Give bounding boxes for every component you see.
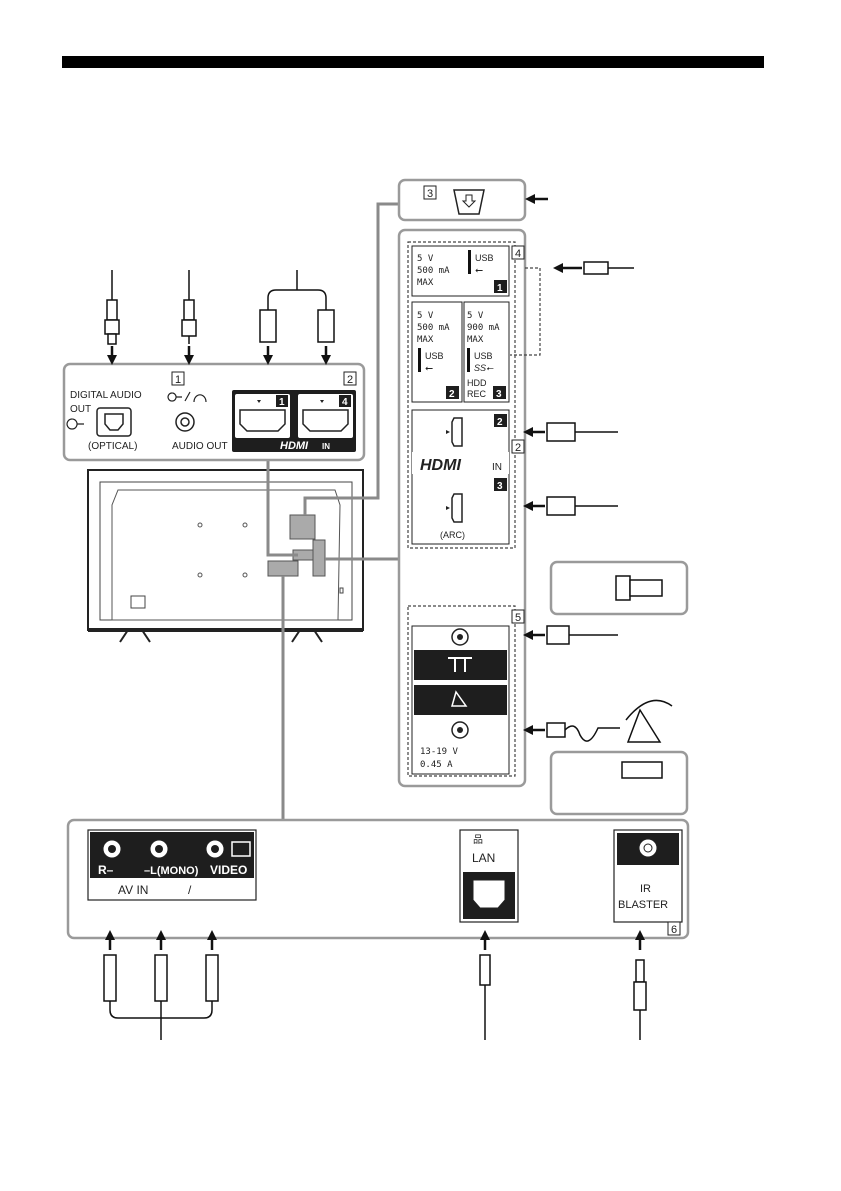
av-video-label: VIDEO bbox=[210, 863, 247, 877]
usb3-label: USB bbox=[474, 351, 493, 361]
right-connection-panel: 4 5 V 500 mA MAX USB ⭠ 1 5 V 500 mA MAX … bbox=[399, 230, 525, 786]
hdmi-4-port[interactable] bbox=[303, 410, 348, 431]
hdmi-2-port[interactable] bbox=[452, 418, 462, 446]
network-icon: 品 bbox=[473, 834, 483, 846]
callout-box-4: 4 bbox=[515, 248, 521, 260]
usb3-max: MAX bbox=[467, 335, 484, 345]
blaster-label: BLASTER bbox=[618, 899, 668, 911]
arc-label: (ARC) bbox=[440, 530, 465, 540]
usb1-current: 500 mA bbox=[417, 266, 450, 276]
av-r-label: R– bbox=[98, 863, 114, 877]
usb3-ss-icon: SS⭠ bbox=[474, 363, 494, 373]
usb2-volt: 5 V bbox=[417, 311, 434, 321]
hdmi3-num: 3 bbox=[497, 481, 503, 492]
usb3-num: 3 bbox=[496, 389, 502, 400]
av-l-label: –L(MONO) bbox=[144, 865, 199, 877]
usb1-max: MAX bbox=[417, 278, 434, 288]
callout-box-2-right: 2 bbox=[515, 442, 521, 454]
side-cables bbox=[105, 270, 334, 360]
hdmi-4-number: 4 bbox=[342, 397, 348, 408]
ir-label: IR bbox=[640, 883, 651, 895]
side-connection-panel: DIGITAL AUDIO OUT (OPTICAL) 1 AUDIO OUT … bbox=[64, 364, 364, 460]
callout-box-5: 5 bbox=[515, 612, 521, 624]
usb3-current: 900 mA bbox=[467, 323, 500, 333]
usb3-rec: REC bbox=[467, 389, 487, 399]
right-hdmi-in: IN bbox=[492, 462, 502, 473]
usb3-hdd: HDD bbox=[467, 378, 487, 388]
optical-label: (OPTICAL) bbox=[88, 441, 137, 452]
callout-box-2: 2 bbox=[347, 374, 353, 386]
hdmi-logo: HDMI bbox=[280, 440, 309, 452]
usb2-icon: ⭠ bbox=[425, 363, 433, 374]
callout-box-6: 6 bbox=[671, 924, 677, 936]
service-port-panel: 3 bbox=[399, 180, 548, 220]
usb2-current: 500 mA bbox=[417, 323, 450, 333]
usb1-label: USB bbox=[475, 253, 494, 263]
tv-rear-illustration bbox=[88, 470, 363, 642]
usb1-icon: ⭠ bbox=[475, 265, 483, 276]
optical-port-icon[interactable] bbox=[97, 408, 131, 436]
out-label: OUT bbox=[70, 404, 91, 415]
right-hdmi-logo: HDMI bbox=[420, 457, 461, 474]
hdmi-in-label: IN bbox=[322, 442, 330, 451]
hdmi-1-port[interactable] bbox=[240, 410, 285, 431]
usb1-volt: 5 V bbox=[417, 254, 434, 264]
usb3-volt: 5 V bbox=[467, 311, 484, 321]
lan-port[interactable] bbox=[473, 880, 505, 908]
satellite-badge bbox=[414, 685, 507, 715]
terrestrial-antenna-badge bbox=[414, 650, 507, 680]
hdmi2-num: 2 bbox=[497, 417, 503, 428]
right-cables bbox=[510, 262, 687, 814]
sat-current: 0.45 A bbox=[420, 760, 453, 770]
header-bar bbox=[62, 56, 764, 68]
audio-out-label: AUDIO OUT bbox=[172, 441, 228, 452]
callout-box-3: 3 bbox=[427, 188, 433, 200]
usb2-max: MAX bbox=[417, 335, 434, 345]
av-in-label: AV IN bbox=[118, 883, 148, 897]
digital-audio-label: DIGITAL AUDIO bbox=[70, 390, 142, 401]
usb1-num: 1 bbox=[497, 283, 503, 294]
bottom-connection-panel: R– –L(MONO) VIDEO AV IN / 品 LAN IR BLAST… bbox=[68, 820, 688, 938]
bottom-cables bbox=[104, 935, 646, 1040]
callout-box-1: 1 bbox=[175, 374, 181, 386]
lan-label: LAN bbox=[472, 851, 495, 865]
usb2-num: 2 bbox=[449, 389, 455, 400]
sat-voltage: 13-19 V bbox=[420, 747, 459, 757]
hdmi-3-port[interactable] bbox=[452, 494, 462, 522]
usb2-label: USB bbox=[425, 351, 444, 361]
hdmi-1-number: 1 bbox=[279, 397, 285, 408]
service-port-icon[interactable] bbox=[454, 190, 484, 214]
